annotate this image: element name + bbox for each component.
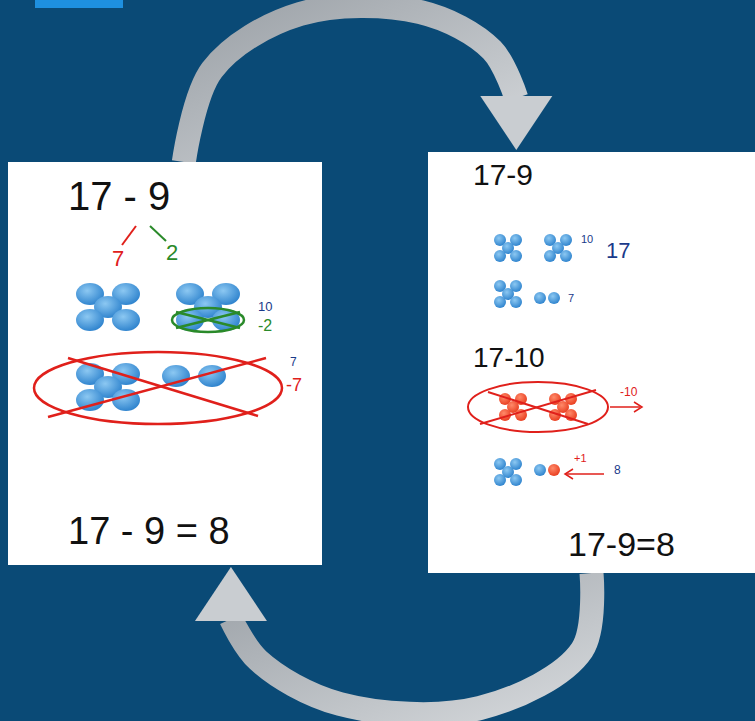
arrowhead: [480, 96, 552, 150]
worked-example-panel: 17-9 10 17 7 17-10 -10 +1 8 17-9=8: [428, 152, 755, 573]
worked-example-panel: 17 - 9 7 2 10 -2 7 -7 17 - 9 = 8: [8, 162, 322, 565]
arrow-shaft: [231, 573, 592, 714]
counter-illustration: [8, 162, 322, 565]
count-label: 17: [606, 240, 630, 262]
count-label: +1: [574, 453, 587, 464]
count-label: 7: [112, 248, 124, 270]
count-label: 2: [166, 242, 178, 264]
count-label: 10: [581, 234, 593, 245]
equation-text: 17 - 9 = 8: [68, 512, 230, 550]
count-label: 10: [258, 300, 272, 313]
arrow-shaft: [184, 6, 516, 162]
arrowhead: [195, 567, 267, 621]
count-label: -10: [620, 386, 637, 398]
cycle-arrow: [184, 6, 552, 162]
equation-text: 17 - 9: [68, 176, 170, 216]
cycle-arrow: [195, 567, 592, 714]
equation-text: 17-9=8: [568, 527, 675, 561]
count-label: 8: [614, 464, 621, 476]
count-label: -2: [258, 318, 272, 334]
equation-text: 17-9: [473, 160, 533, 190]
count-label: 7: [568, 293, 574, 304]
count-label: -7: [286, 376, 302, 394]
title-bar-accent: [35, 0, 123, 8]
count-label: 17-10: [473, 344, 545, 372]
count-label: 7: [290, 356, 297, 368]
